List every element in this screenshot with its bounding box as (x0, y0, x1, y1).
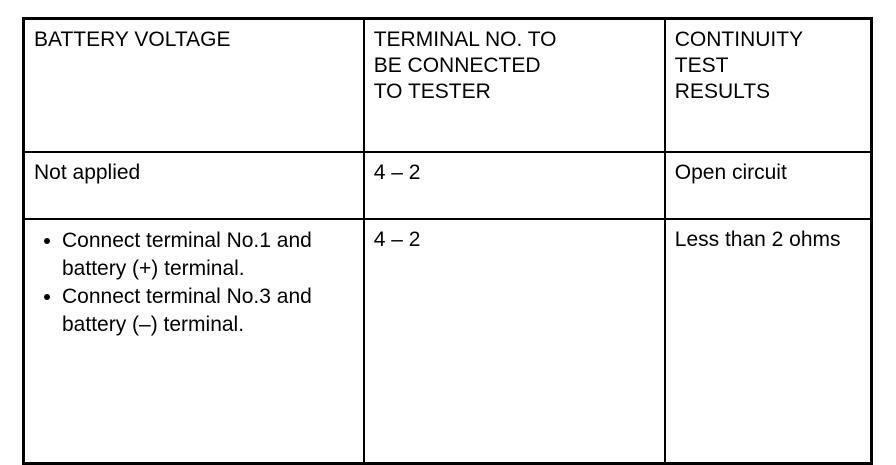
continuity-test-table: BATTERY VOLTAGE TERMINAL NO. TO BE CONNE… (22, 17, 873, 465)
value-continuity-result-row2: Less than 2 ohms (674, 228, 841, 251)
value-battery-voltage-row1: Not applied (34, 161, 141, 184)
table-row: Not applied 4 – 2 Open circuit (23, 152, 872, 220)
header-label-battery-voltage: BATTERY VOLTAGE (34, 28, 231, 51)
bullet-text-2: Connect terminal No.3 and battery (–) te… (62, 285, 312, 336)
value-terminal-no-row2: 4 – 2 (373, 228, 421, 251)
cell-battery-voltage-row1: Not applied (23, 152, 365, 220)
list-item: Connect terminal No.3 and battery (–) te… (34, 283, 354, 339)
header-cell-terminal-no: TERMINAL NO. TO BE CONNECTED TO TESTER (363, 18, 666, 153)
header-label-continuity-test-results: CONTINUITY TEST RESULTS (674, 28, 804, 103)
cell-continuity-result-row2: Less than 2 ohms (664, 219, 872, 464)
value-terminal-no-row1: 4 – 2 (373, 161, 421, 184)
cell-continuity-result-row1: Open circuit (664, 152, 872, 220)
cell-terminal-no-row2: 4 – 2 (363, 219, 666, 464)
bullet-icon (44, 238, 50, 244)
list-item: Connect terminal No.1 and battery (+) te… (34, 227, 354, 283)
bullet-text-1: Connect terminal No.1 and battery (+) te… (62, 229, 312, 280)
battery-voltage-bullet-list: Connect terminal No.1 and battery (+) te… (34, 227, 354, 339)
cell-terminal-no-row1: 4 – 2 (363, 152, 666, 220)
bullet-icon (44, 294, 50, 300)
table-header-row: BATTERY VOLTAGE TERMINAL NO. TO BE CONNE… (23, 18, 872, 153)
header-cell-continuity-test-results: CONTINUITY TEST RESULTS (664, 18, 872, 153)
header-label-terminal-no: TERMINAL NO. TO BE CONNECTED TO TESTER (373, 28, 557, 103)
cell-battery-voltage-row2: Connect terminal No.1 and battery (+) te… (23, 219, 365, 464)
header-cell-battery-voltage: BATTERY VOLTAGE (23, 18, 365, 153)
table-row: Connect terminal No.1 and battery (+) te… (23, 219, 872, 464)
value-continuity-result-row1: Open circuit (674, 161, 787, 184)
